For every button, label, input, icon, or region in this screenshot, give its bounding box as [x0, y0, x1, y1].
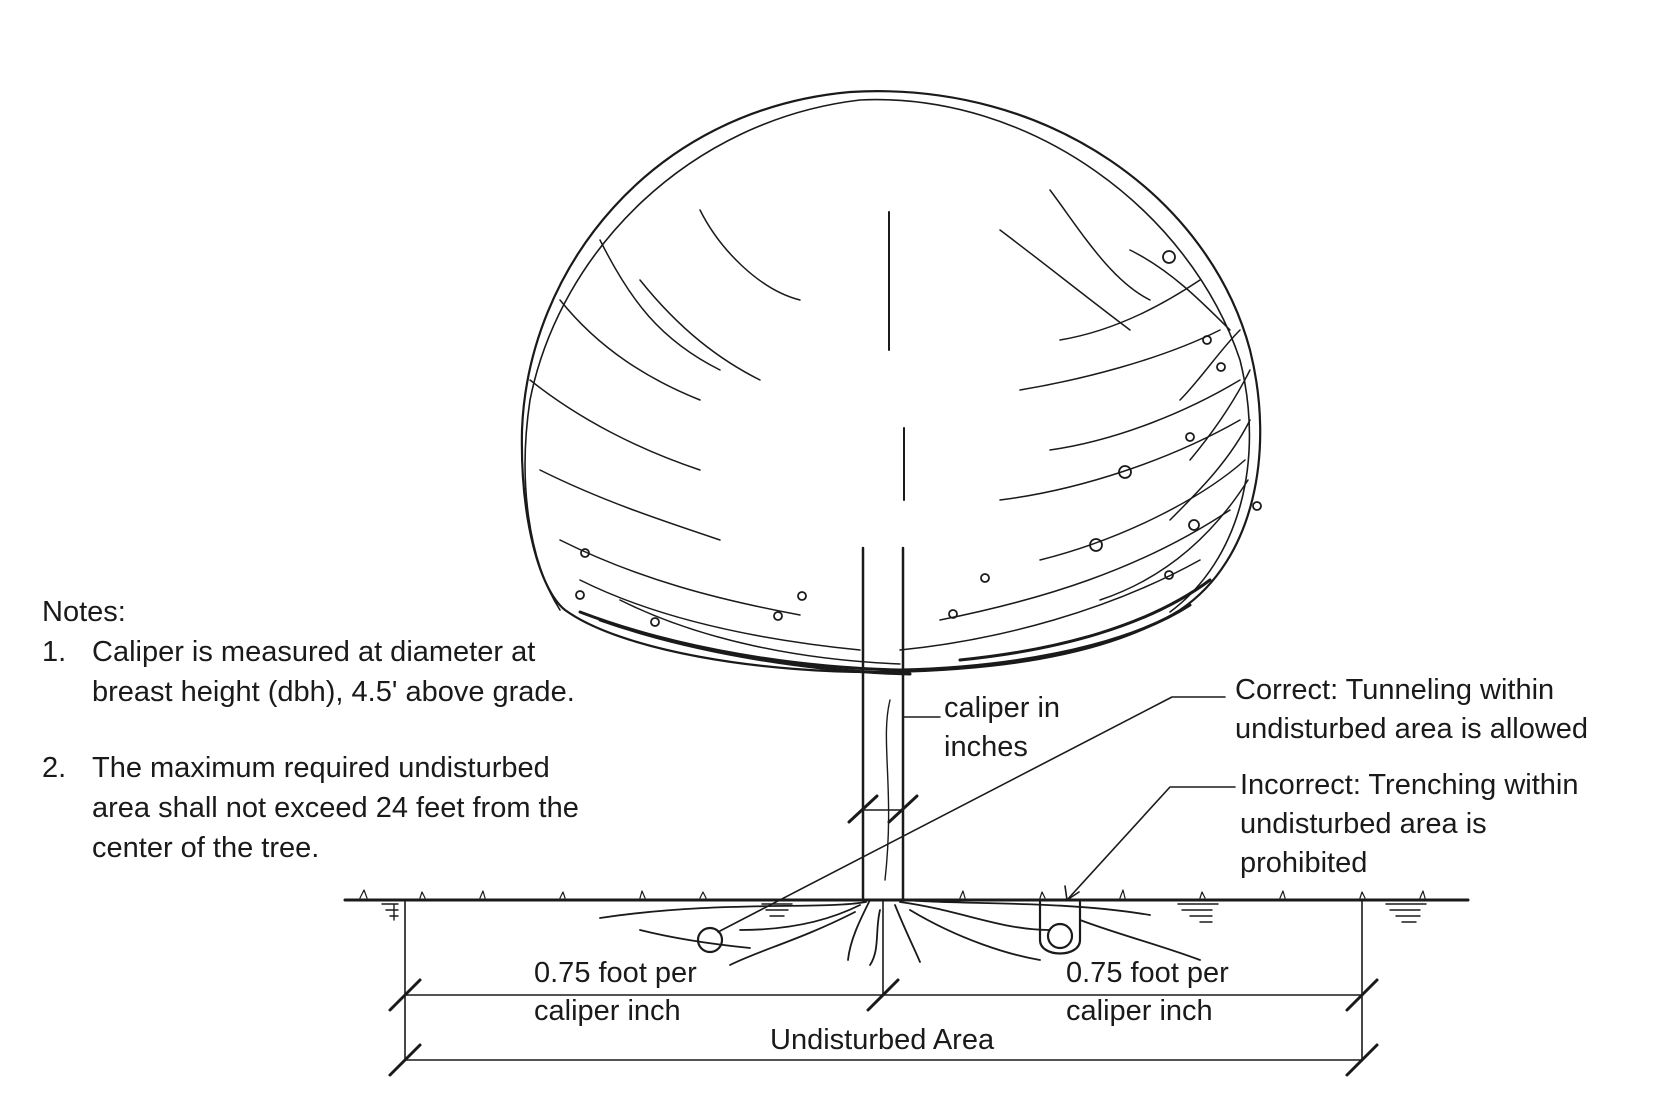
incorrect-label-line2: undisturbed area is [1240, 808, 1487, 840]
incorrect-leader [1066, 786, 1236, 901]
undisturbed-area-label: Undisturbed Area [770, 1024, 995, 1056]
incorrect-label-line3: prohibited [1240, 847, 1368, 879]
canopy-underside [578, 578, 1212, 676]
caliper-label-line2: inches [944, 731, 1028, 763]
correct-label-line2: undisturbed area is allowed [1235, 713, 1589, 745]
caliper-label-line1: caliper in [944, 692, 1061, 724]
tree-roots [599, 899, 1201, 966]
ground-line [343, 889, 1470, 902]
note-text: Caliper is measured at diameter at [92, 636, 536, 668]
left-dimension-line2: caliper inch [534, 995, 681, 1027]
dimension-lines [388, 978, 1379, 1077]
undisturbed-boundaries [404, 899, 1363, 1061]
note-1: 1. Caliper is measured at diameter at br… [42, 632, 579, 712]
incorrect-label-line1: Incorrect: Trenching within [1240, 769, 1579, 801]
note-number: 1. [42, 636, 67, 668]
tree-trunk [861, 546, 905, 900]
note-text: The maximum required undisturbed [92, 752, 550, 784]
soil-hatch [381, 903, 1427, 923]
canopy-hatching [529, 189, 1251, 665]
note-text: breast height (dbh), 4.5' above grade. [92, 676, 575, 708]
right-dimension-line1: 0.75 foot per [1066, 957, 1229, 989]
central-leader [888, 211, 905, 501]
left-dimension-line1: 0.75 foot per [534, 957, 697, 989]
canopy-outline-2 [524, 98, 1251, 613]
tunnel-pipe [696, 926, 724, 954]
correct-label-line1: Correct: Tunneling within [1235, 674, 1555, 706]
note-2: 2. The maximum required undisturbed area… [42, 748, 579, 868]
canopy-dots [575, 250, 1262, 627]
notes-heading: Notes: [42, 596, 126, 628]
notes-block: Notes: 1. Caliper is measured at diamete… [42, 592, 579, 868]
caliper-dimension [847, 716, 941, 824]
note-text: center of the tree. [92, 832, 320, 864]
note-number: 2. [42, 752, 67, 784]
leader-lines [717, 696, 1236, 933]
correct-leader [717, 696, 1226, 933]
note-text: area shall not exceed 24 feet from the [92, 792, 579, 824]
right-dimension-line2: caliper inch [1066, 995, 1213, 1027]
trench [1038, 900, 1082, 955]
